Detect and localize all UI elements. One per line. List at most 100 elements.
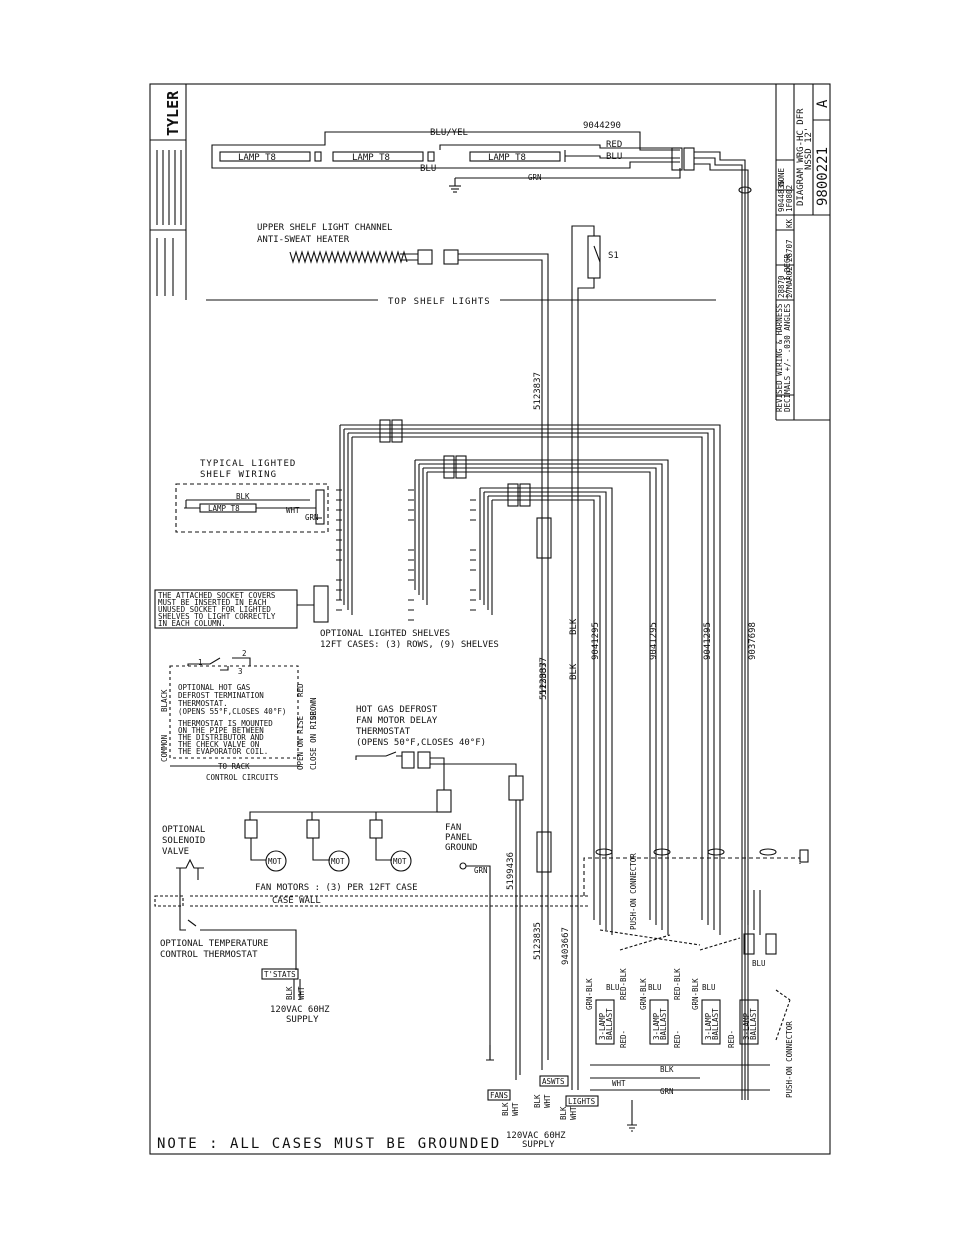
to-rack-label: TO RACK: [218, 762, 250, 771]
socket-note-line-3: UNUSED SOCKET FOR LIGHTED: [158, 605, 271, 614]
aswts-wht-label: WHT: [543, 1094, 552, 1108]
tstats-blk-label: BLK: [285, 986, 294, 1000]
wire-9041295-label-1: 9041295: [591, 622, 601, 660]
thermostat-note-4: THE CHECK VALVE ON: [178, 740, 259, 749]
wire-9403667-label: 9403667: [561, 927, 571, 965]
shelf-harness-bundles: 9041295 9041295 9041295 9037698 BLK BLK …: [336, 419, 758, 890]
aswts-blk-label: BLK: [533, 1094, 542, 1108]
tolerance-note: DECIMALS +/- .030 ANGLES +/- 1 DEGR: [783, 253, 792, 412]
wire-blk-label-1: BLK: [569, 618, 579, 635]
wire-5123837-label-lower: 5123837: [539, 657, 549, 695]
wire-grn-label: GRN: [528, 173, 542, 182]
supply-right-line-1: 120VAC 60HZ: [506, 1131, 566, 1141]
ballast-3-label-1: 3-LAMP: [704, 1012, 713, 1040]
socket-note-line-4: SHELVES TO LIGHT CORRECTLY: [158, 612, 276, 621]
wire-blu-label: BLU: [606, 152, 622, 162]
tstats-label: T'STATS: [264, 970, 296, 979]
wire-5123837-label-upper: 5123837: [533, 372, 543, 410]
top-shelf-lights-label: TOP SHELF LIGHTS: [388, 297, 491, 307]
ballast-4: [739, 999, 759, 1045]
ballast-blu-label-4: BLU: [752, 959, 766, 968]
solenoid-label-1: OPTIONAL: [162, 825, 205, 835]
hot-gas-term-line-3: THERMOSTAT.: [178, 699, 228, 708]
close-on-rise-label: CLOSE ON RISE: [309, 711, 318, 770]
upper-shelf-label-1: UPPER SHELF LIGHT CHANNEL: [257, 223, 392, 233]
fan-delay-line-1: HOT GAS DEFROST: [356, 705, 438, 715]
revision-description: REVISED WIRING & HARNESS: [775, 303, 784, 412]
solenoid-label-2: SOLENOID: [162, 836, 205, 846]
lights-blk-label: BLK: [559, 1106, 568, 1120]
ballast-1: [595, 999, 615, 1045]
fan-delay-line-3: THERMOSTAT: [356, 727, 411, 737]
grounding-note: NOTE : ALL CASES MUST BE GROUNDED: [157, 1136, 501, 1152]
switch-terminal-1: 1: [198, 658, 203, 667]
fans-label: FANS: [490, 1091, 509, 1100]
upper-shelf-label-2: ANTI-SWEAT HEATER: [257, 235, 350, 245]
top-lamp-circuit: LAMP T8 LAMP T8 LAMP T8 BLU/YEL 9044290 …: [211, 121, 752, 1100]
case-wall-label: CASE WALL: [272, 896, 321, 906]
socket-note-line-2: MUST BE INSERTED IN EACH: [158, 598, 267, 607]
lights-label: LIGHTS: [568, 1097, 596, 1106]
wire-common-label: COMMON: [160, 735, 169, 762]
push-on-connector-label-top: PUSH-ON CONNECTOR: [629, 853, 638, 930]
tyler-logo: TYLER: [164, 90, 182, 136]
ballast-blk-label: BLK: [660, 1065, 674, 1074]
supply-left-line-2: SUPPLY: [286, 1015, 319, 1025]
ballast-4-label-1: 3-LAMP: [742, 1012, 751, 1040]
anti-sweat-heater: UPPER SHELF LIGHT CHANNEL ANTI-SWEAT HEA…: [257, 223, 549, 1070]
case-wall: CASE WALL: [154, 849, 809, 907]
title-cell-7: 27MAR02: [785, 266, 794, 298]
typical-blk-label: BLK: [236, 492, 250, 501]
ballast-wht-label: WHT: [612, 1079, 626, 1088]
fan-panel-ground: FAN PANEL GROUND GRN 5199436: [445, 823, 516, 1060]
lamp-label-3: LAMP T8: [488, 153, 526, 163]
hot-gas-termination: 1 2 3 OPTIONAL HOT GAS DEFROST TERMINATI…: [160, 649, 318, 782]
wire-9037698-label: 9037698: [748, 622, 758, 660]
grn-blk-label-2: GRN-BLK: [639, 978, 648, 1010]
ballast-blu-label-1: BLU: [606, 983, 620, 992]
wire-blu-return-label: BLU: [420, 164, 436, 174]
mot-label-1: MOT: [268, 857, 282, 866]
top-shelf-lights-divider: TOP SHELF LIGHTS: [206, 297, 716, 307]
fan-delay-line-2: FAN MOTOR DELAY: [356, 716, 438, 726]
temp-ctrl-label-1: OPTIONAL TEMPERATURE: [160, 939, 268, 949]
fan-motors: MOT MOT MOT FAN MOTORS : (3) PER 12FT CA…: [244, 819, 418, 893]
supply-left-line-1: 120VAC 60HZ: [270, 1005, 330, 1015]
thermostat-note-5: THE EVAPORATOR COIL.: [178, 747, 268, 756]
ballast-3-label-2: BALLAST: [711, 1008, 720, 1040]
switch-terminal-3: 3: [238, 667, 243, 676]
ballast-grn-label: GRN: [660, 1087, 674, 1096]
ballast-2-label-1: 3-LAMP: [652, 1012, 661, 1040]
grn-blk-label-3: GRN-BLK: [691, 978, 700, 1010]
title-block: 9800221 A DIAGRAM WRG-HC DFR NSSD 12' DE…: [775, 84, 831, 421]
optional-shelves-label-2: 12FT CASES: (3) ROWS, (9) SHELVES: [320, 640, 499, 650]
fan-ground-grn-label: GRN: [474, 866, 488, 875]
fan-delay-line-4: (OPENS 50°F,CLOSES 40°F): [356, 738, 486, 748]
title-cell-1: 9044835: [777, 180, 786, 212]
ballast-blu-label-2: BLU: [648, 983, 662, 992]
wire-black-label: BLACK: [160, 689, 169, 712]
revision-letter: A: [815, 99, 831, 108]
temp-control-thermostat: OPTIONAL TEMPERATURE CONTROL THERMOSTAT …: [160, 880, 330, 1025]
ballast-blu-label-3: BLU: [702, 983, 716, 992]
wire-9041295-label-2: 9041295: [649, 622, 659, 660]
red-dash-label-1: RED-: [619, 1030, 628, 1048]
fan-delay-thermostat: HOT GAS DEFROST FAN MOTOR DELAY THERMOST…: [249, 662, 549, 1080]
wire-red-label: RED: [606, 140, 622, 150]
ballast-2: [649, 999, 669, 1045]
fans-wht-label: WHT: [511, 1102, 520, 1116]
s1-switch: S1: [571, 225, 619, 1090]
supply-leads: 5123835 9403667 FANS ASWTS LIGHTS BLK WH…: [486, 831, 637, 1150]
fan-motor-2: [328, 850, 350, 872]
grn-blk-label-1: GRN-BLK: [585, 978, 594, 1010]
title-cell-3: NONE: [777, 167, 786, 186]
solenoid-valve: OPTIONAL SOLENOID VALVE: [162, 825, 205, 880]
typical-grn-label: GRN: [305, 513, 319, 522]
drawing-border: [149, 83, 831, 1155]
thermostat-note-1: THERMOSTAT IS MOUNTED: [178, 719, 273, 728]
fan-motors-label: FAN MOTORS : (3) PER 12FT CASE: [255, 883, 418, 893]
switch-terminal-2: 2: [242, 649, 247, 658]
supply-right-line-2: SUPPLY: [522, 1140, 555, 1150]
wire-9041295-label-3: 9041295: [703, 622, 713, 660]
wire-blk-label-2: BLK: [569, 663, 579, 680]
